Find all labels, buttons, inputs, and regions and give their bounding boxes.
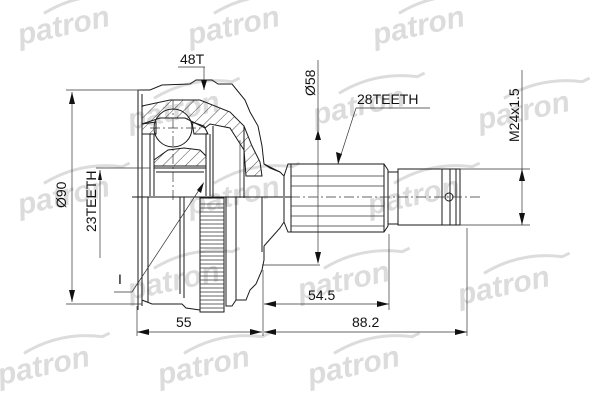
abs-ring-teeth bbox=[200, 203, 224, 309]
watermark-logo: patron bbox=[474, 76, 591, 137]
outer-spline-label: 28TEETH bbox=[357, 91, 418, 107]
abs-ring-teeth-label: 48T bbox=[180, 51, 205, 67]
watermark-logo: patron bbox=[454, 251, 571, 312]
svg-text:patron: patron bbox=[154, 340, 253, 392]
watermark-logo: patron bbox=[154, 331, 271, 392]
svg-text:patron: patron bbox=[184, 170, 283, 222]
svg-text:patron: patron bbox=[364, 170, 463, 222]
watermark-logo: patron bbox=[304, 331, 421, 392]
svg-text:patron: patron bbox=[304, 340, 403, 392]
svg-text:patron: patron bbox=[0, 340, 93, 392]
shaft-length-label: 88.2 bbox=[352, 314, 379, 330]
watermark-logo: patron bbox=[364, 161, 481, 222]
svg-text:patron: patron bbox=[369, 0, 468, 52]
watermark-logo: patron bbox=[184, 0, 301, 52]
inner-spline-label: 23TEETH bbox=[83, 171, 99, 232]
svg-text:patron: patron bbox=[14, 0, 113, 52]
watermark-logo: patron bbox=[14, 0, 131, 52]
spline-length-label: 54.5 bbox=[308, 287, 335, 303]
svg-text:patron: patron bbox=[474, 85, 573, 137]
watermark-logo: patron bbox=[369, 0, 486, 52]
ring-label: I bbox=[118, 271, 122, 287]
svg-text:patron: patron bbox=[454, 260, 553, 312]
dimension-lines bbox=[66, 60, 530, 336]
watermark-logo: patron bbox=[0, 331, 111, 392]
outer-diameter-label: Ø90 bbox=[53, 181, 69, 208]
svg-text:patron: patron bbox=[184, 0, 283, 52]
body-length-label: 55 bbox=[176, 314, 192, 330]
watermark-logo: patron bbox=[124, 246, 241, 307]
thread-label: M24x1.5 bbox=[506, 88, 522, 142]
bell-diameter-label: Ø58 bbox=[302, 69, 318, 96]
outer-splined-shaft bbox=[283, 163, 482, 233]
